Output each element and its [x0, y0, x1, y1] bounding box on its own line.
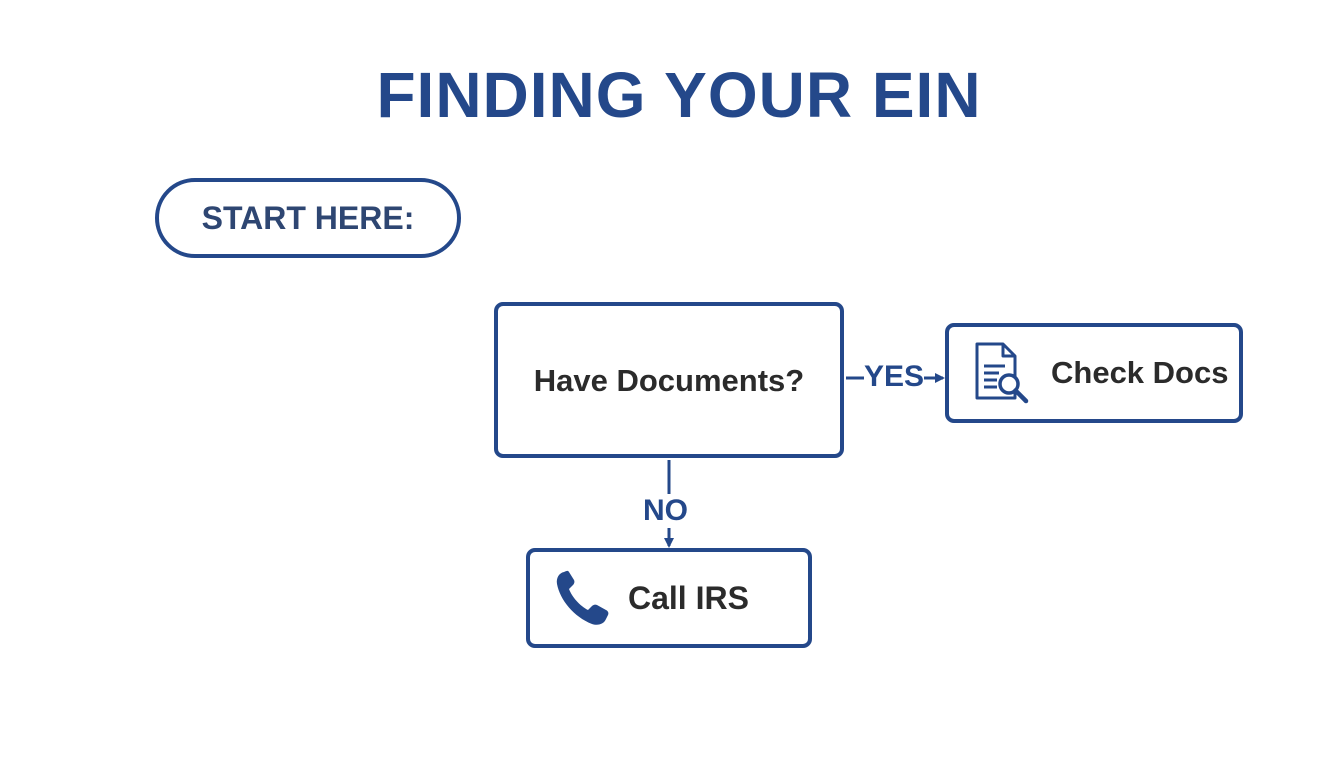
no-edge-label: NO — [643, 494, 688, 528]
decision-node-have-documents: Have Documents? — [494, 302, 844, 458]
document-search-icon — [971, 340, 1031, 406]
call-irs-node: Call IRS — [526, 548, 812, 648]
check-docs-label: Check Docs — [1051, 355, 1229, 390]
phone-icon — [554, 568, 610, 628]
start-node-label: START HERE: — [201, 199, 415, 236]
decision-node-label: Have Documents? — [533, 363, 805, 398]
check-docs-node: Check Docs — [945, 323, 1243, 423]
page-title: FINDING YOUR EIN — [376, 59, 982, 131]
yes-edge-label: YES — [864, 360, 925, 394]
call-irs-label: Call IRS — [628, 579, 749, 616]
start-node: START HERE: — [155, 178, 461, 258]
